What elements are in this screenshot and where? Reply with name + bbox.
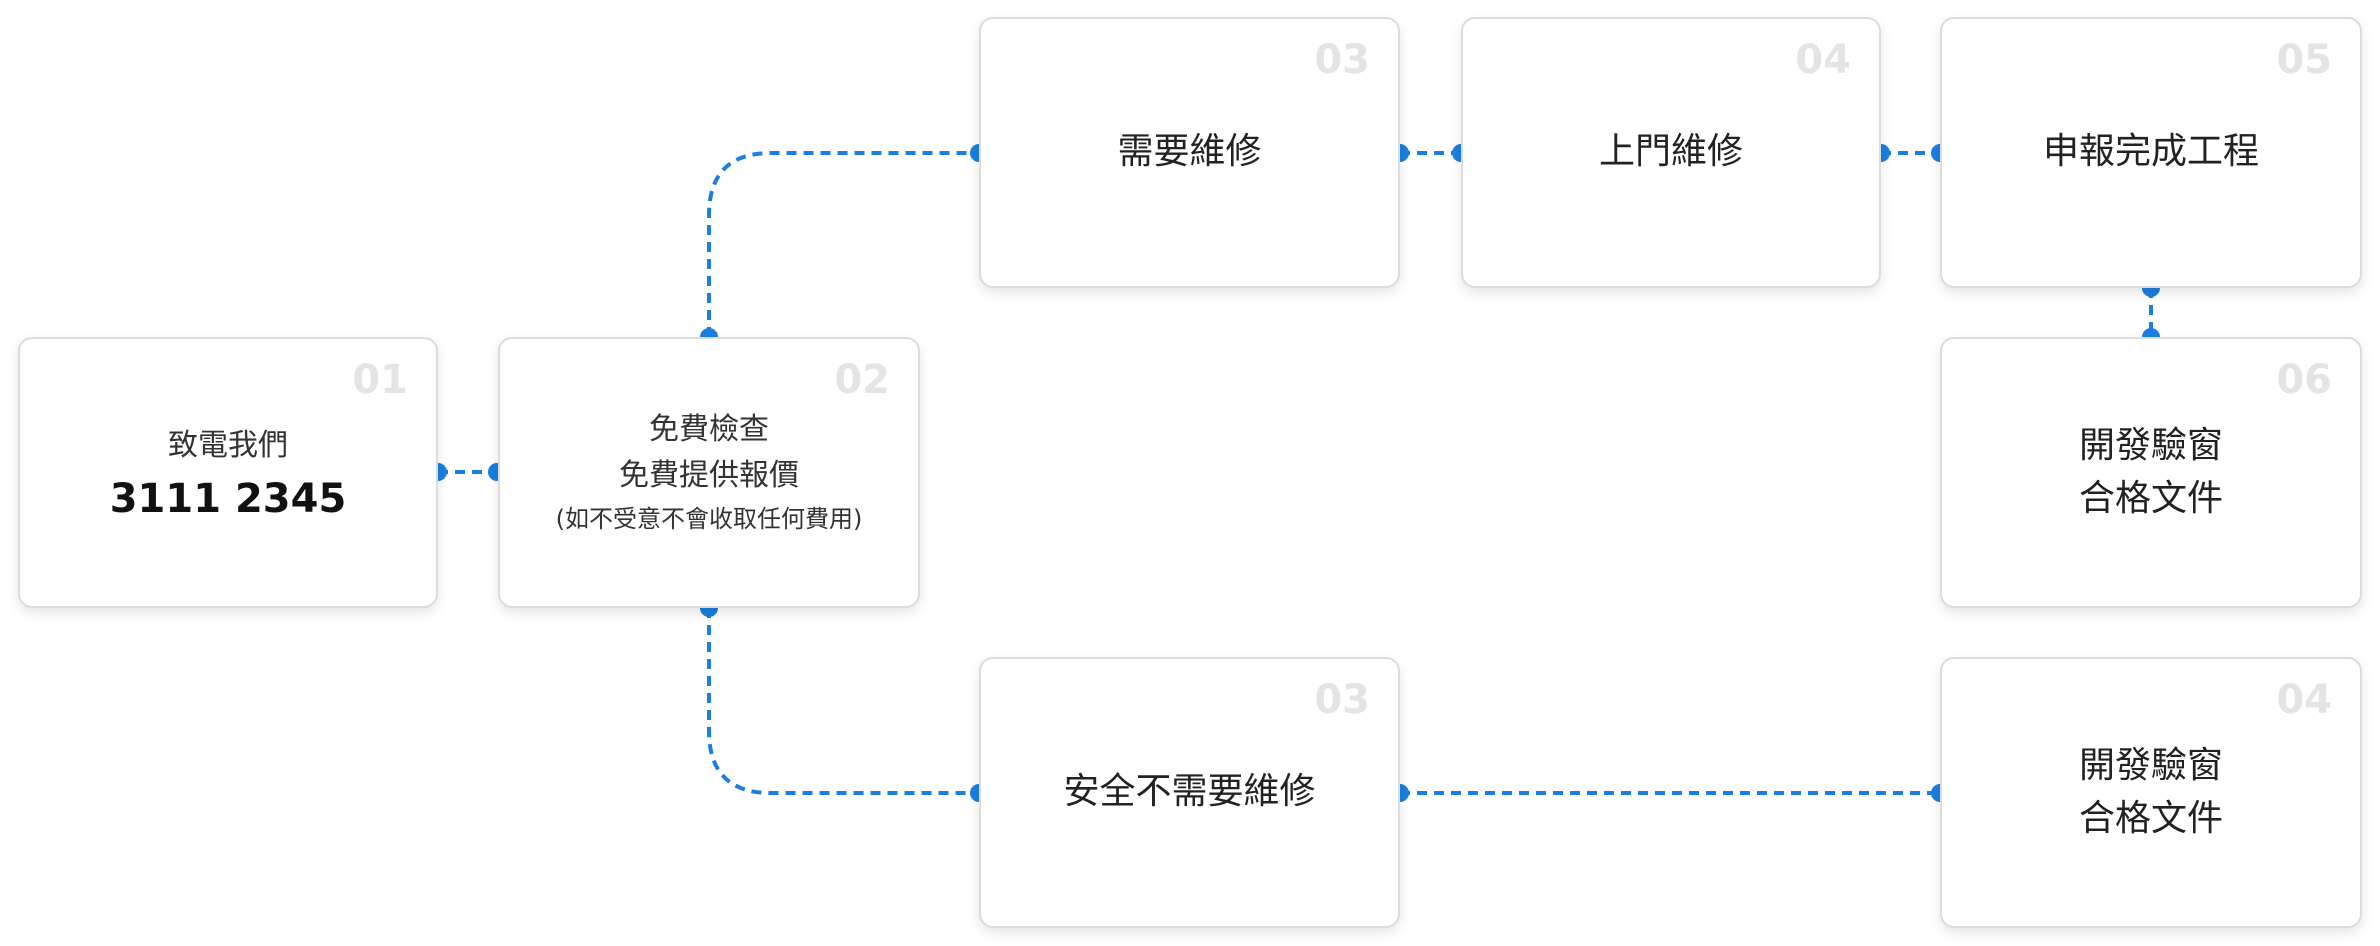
- step-label: 致電我們: [168, 428, 288, 464]
- step-label-line1: 免費檢查: [649, 411, 769, 447]
- step-number: 01: [352, 357, 408, 403]
- step-label-line2: 免費提供報價: [619, 458, 799, 494]
- step-call-card: 01 致電我們 3111 2345: [18, 337, 438, 608]
- step-note: (如不受意不會收取任何費用): [555, 504, 863, 533]
- step-label-line1: 開發驗窗: [2078, 745, 2223, 787]
- step-number: 03: [1314, 677, 1370, 723]
- step-number: 05: [2276, 37, 2332, 83]
- connector-02-03-top: [707, 151, 979, 337]
- step-label-line1: 開發驗窗: [2078, 425, 2223, 467]
- step-repair-card: 03 需要維修: [979, 17, 1400, 288]
- step-number: 03: [1314, 37, 1370, 83]
- step-onsite-card: 04 上門維修: [1461, 17, 1881, 288]
- step-safe-card: 03 安全不需要維修: [979, 657, 1400, 928]
- step-inspect-card: 02 免費檢查 免費提供報價 (如不受意不會收取任何費用): [498, 337, 920, 608]
- step-report-card: 05 申報完成工程: [1940, 17, 2362, 288]
- step-label: 需要維修: [1117, 131, 1262, 173]
- phone-number[interactable]: 3111 2345: [109, 475, 347, 522]
- step-number: 06: [2276, 357, 2332, 403]
- step-label-line2: 合格文件: [2078, 797, 2223, 839]
- step-number: 02: [834, 357, 890, 403]
- step-label-line2: 合格文件: [2078, 477, 2223, 519]
- step-number: 04: [2276, 677, 2332, 723]
- step-label: 安全不需要維修: [1063, 771, 1316, 813]
- step-label: 申報完成工程: [2042, 131, 2259, 173]
- step-cert-bottom-card: 04 開發驗窗 合格文件: [1940, 657, 2362, 928]
- step-label: 上門維修: [1598, 131, 1743, 173]
- step-number: 04: [1795, 37, 1851, 83]
- connector-02-03-bottom: [707, 608, 979, 795]
- step-cert-top-card: 06 開發驗窗 合格文件: [1940, 337, 2362, 608]
